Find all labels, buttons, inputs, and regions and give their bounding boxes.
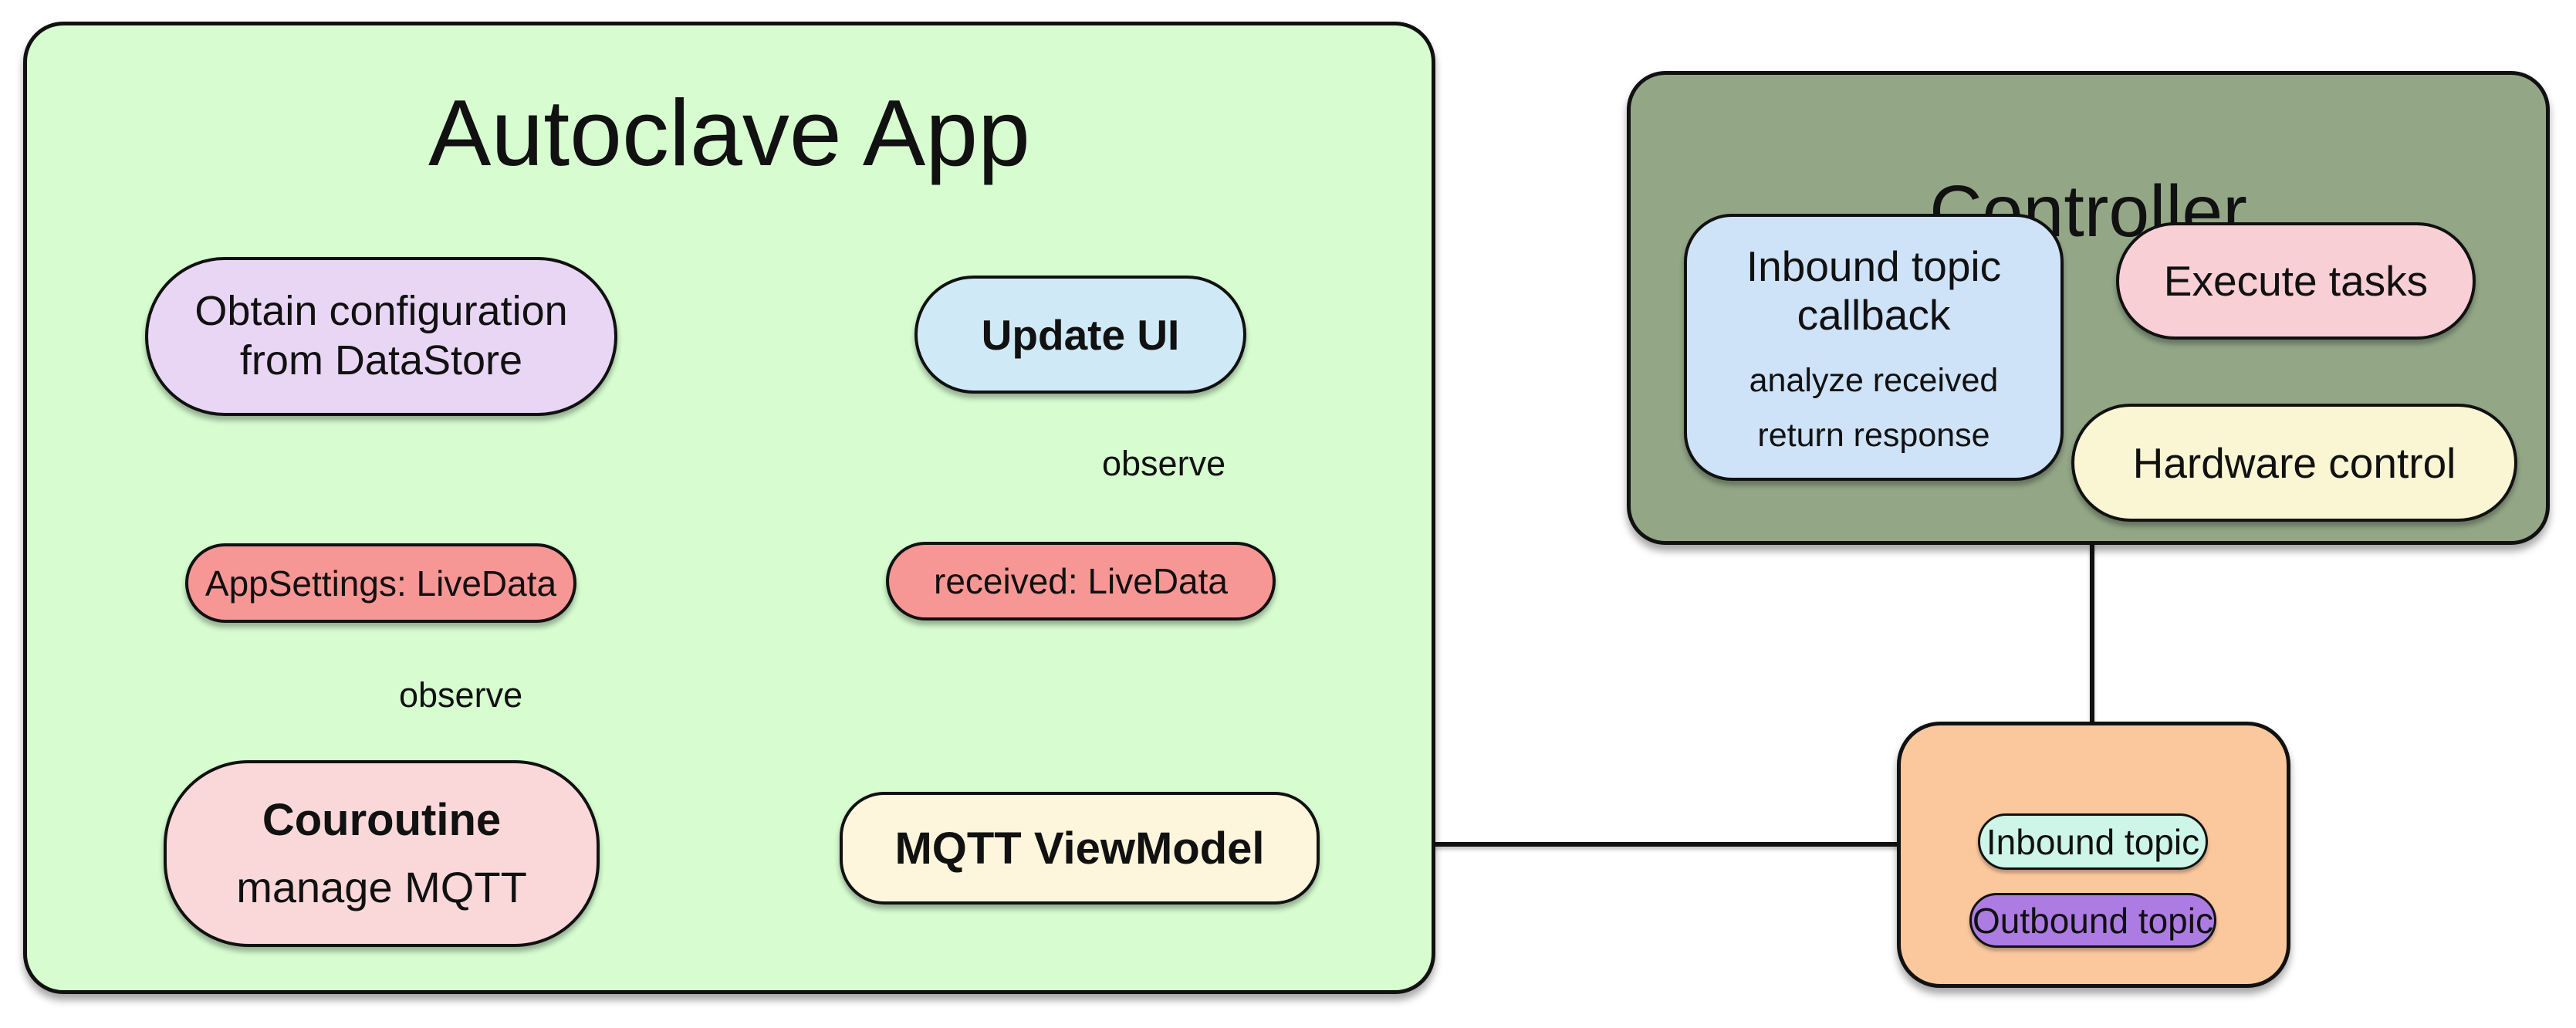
couroutine-node: Couroutine manage MQTT	[164, 760, 600, 947]
inbound-topic-callback-node: Inbound topic callback analyze received …	[1684, 214, 2064, 481]
mqtt-viewmodel-node: MQTT ViewModel	[840, 792, 1320, 905]
analyze-received-label: analyze received	[1749, 362, 1999, 400]
return-response-label: return response	[1757, 417, 1990, 455]
edge-viewmodel-broker	[1433, 842, 1900, 847]
observe-label-right: observe	[1102, 444, 1226, 483]
edge-controller-broker	[2090, 540, 2094, 725]
update-ui-node: Update UI	[914, 276, 1246, 394]
autoclave-app-title: Autoclave App	[428, 80, 1030, 185]
inbound-topic-callback-title: Inbound topic callback	[1746, 242, 2002, 339]
obtain-configuration-node: Obtain configuration from DataStore	[145, 257, 617, 416]
received-livedata-pill: received: LiveData	[886, 542, 1276, 621]
couroutine-subtitle: manage MQTT	[236, 863, 527, 911]
observe-label-left: observe	[399, 675, 523, 715]
outbound-topic-pill: Outbound topic	[1969, 893, 2216, 948]
couroutine-title: Couroutine	[262, 795, 502, 845]
appsettings-livedata-pill: AppSettings: LiveData	[185, 543, 576, 623]
hardware-control-node: Hardware control	[2071, 404, 2517, 522]
inbound-topic-pill: Inbound topic	[1978, 813, 2208, 870]
execute-tasks-node: Execute tasks	[2116, 222, 2476, 340]
